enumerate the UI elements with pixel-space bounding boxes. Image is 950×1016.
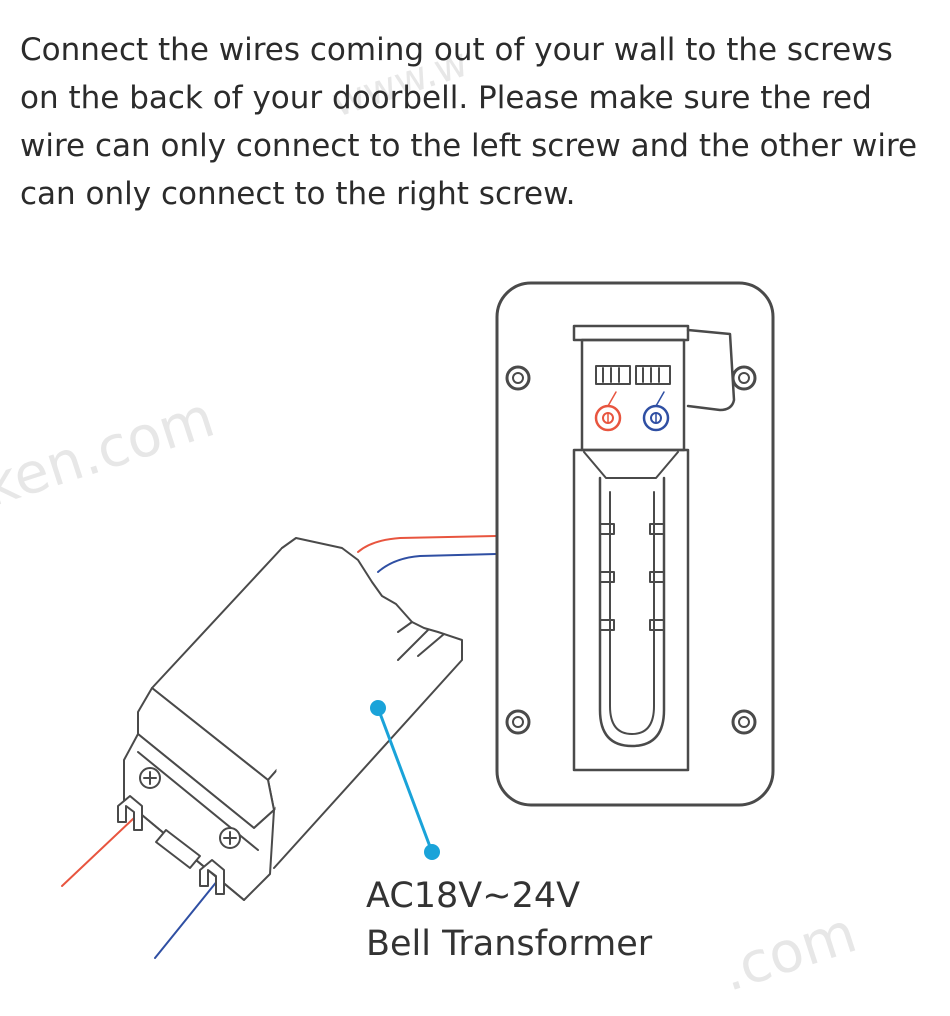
mount-hole-bottom-right: [731, 709, 757, 735]
transformer-ridges: [273, 537, 463, 869]
wire-guard-inner: [583, 451, 679, 479]
transformer-voltage-label: AC18V~24V: [366, 876, 581, 916]
mount-hole-bottom-left: [505, 709, 531, 735]
bell-transformer: [117, 537, 463, 901]
red-wire-to-doorbell: [357, 535, 497, 553]
wire-channel: [598, 476, 666, 748]
clip: [649, 571, 665, 583]
red-wire-from-wall: [61, 817, 135, 887]
clip: [649, 619, 665, 631]
blue-screw-terminal: [642, 391, 670, 432]
connector-left: [595, 365, 631, 385]
transformer-base: [123, 733, 275, 901]
transformer-name-label: Bell Transformer: [366, 924, 653, 964]
terminal-side-tab: [686, 328, 736, 412]
clip: [599, 619, 615, 631]
doorbell-outline: [495, 281, 775, 807]
terminal-clip: [199, 859, 225, 895]
doorbell-back: [495, 281, 775, 807]
clip: [649, 523, 665, 535]
clip: [599, 571, 615, 583]
terminal-block-top: [572, 324, 690, 342]
connector-right: [635, 365, 671, 385]
clip: [599, 523, 615, 535]
blue-wire-from-wall: [154, 879, 219, 959]
terminal-clip: [117, 795, 143, 831]
transformer-screw-right: [219, 827, 241, 849]
wire-channel-inner: [609, 491, 655, 735]
blue-wire-to-doorbell: [377, 553, 497, 573]
mount-hole-top-left: [505, 365, 531, 391]
red-screw-terminal: [594, 391, 622, 432]
transformer-callout: [370, 700, 440, 860]
transformer-foot: [155, 829, 201, 869]
instruction-text: Connect the wires coming out of your wal…: [20, 32, 918, 212]
transformer-screw-left: [139, 767, 161, 789]
wire-guard: [572, 448, 690, 772]
